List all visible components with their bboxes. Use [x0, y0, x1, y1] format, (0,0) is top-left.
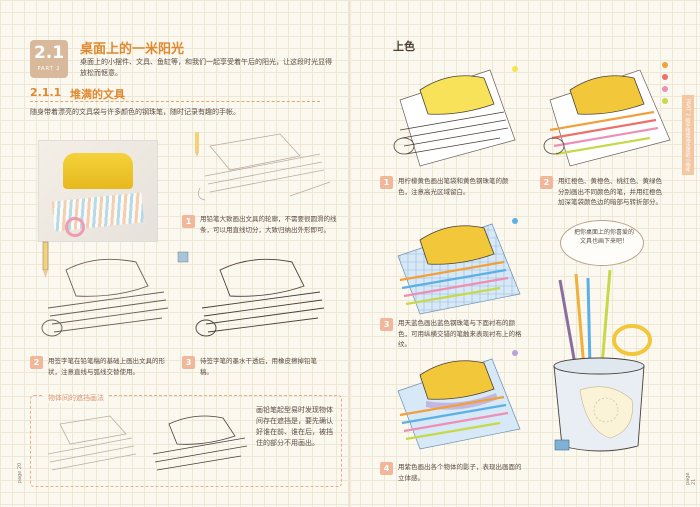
occlusion-note-box [30, 395, 342, 487]
step-badge-3: 3 [182, 356, 195, 369]
occlusion-note-title: 物体间的遮挡画法 [44, 393, 108, 403]
color-step-text-3: 用天蓝色画出蓝色钢珠笔与下面衬布的颜色，可用纵横交错的笔触来表现衬布上的格纹。 [398, 319, 522, 348]
pencil-small-icon [195, 132, 199, 157]
color-step-badge-3: 3 [380, 318, 393, 331]
subsection-number: 2.1.1 [30, 86, 62, 99]
step-badge-1: 1 [182, 215, 195, 228]
color-step-badge-4: 4 [380, 462, 393, 475]
section-number: 2.1 [33, 43, 65, 63]
eraser-icon [177, 251, 189, 263]
side-tab-label: PART 2 给手帐增添活泼的小物件 [684, 99, 691, 173]
page-intro: 桌面上的小摆件、文具、鱼缸等，和我们一起享受着午后的阳光，让这段时光显得放松而惬… [80, 58, 332, 77]
color-dot-green [662, 98, 668, 104]
sketch-step-1 [197, 133, 331, 201]
color-step-text-2: 用红橙色、黄橙色、桃红色、黄绿色分别画出不同颜色的笔，并用红橙色加深笔袋颜色边的… [558, 177, 662, 206]
step-text-1: 用铅笔大致画出文具的轮廓，不需要很圆滑的线条，可以用直线切分，大致归纳出外形即可… [200, 215, 337, 234]
colored-step-1 [393, 69, 516, 167]
speech-bubble-text: 把你桌面上的你喜爱的文具也画下来吧！ [573, 229, 634, 245]
color-step-badge-2: 2 [540, 176, 553, 189]
sketch-step-3 [195, 258, 325, 337]
reference-photo [38, 140, 158, 242]
sketch-step-2 [41, 258, 169, 337]
subsection-title: 堆满的文具 [70, 88, 125, 101]
color-dot-orange [662, 62, 668, 68]
color-dot-red [662, 74, 668, 80]
step-badge-2: 2 [30, 356, 43, 369]
color-step-text-4: 用紫色画出各个物体的影子，表现出画面的立体感。 [398, 463, 522, 482]
gutter [349, 0, 351, 507]
side-tab: PART 2 给手帐增添活泼的小物件 [682, 95, 694, 175]
speech-bubble [560, 220, 644, 266]
subsection-intro: 随身带着漂亮的文具袋与许多颜色的钢珠笔，随时记录有趣的手帐。 [30, 108, 240, 116]
occlusion-sketch-2 [152, 415, 248, 471]
color-step-text-1: 用柠檬黄色画出笔袋和黄色钢珠笔的颜色，注意高光区域留白。 [398, 177, 509, 196]
color-dot-pink [662, 86, 668, 92]
occlusion-note-text: 画铅笔起型易时发现物体间存在遮挡是，要先确认好谁在前、谁在后，被挡住的部分不用画… [256, 406, 333, 447]
color-dot-blue [512, 218, 518, 224]
page-number-left: page 20 [17, 462, 24, 484]
pen-cup-illustration [553, 270, 652, 452]
photo-pouch [63, 153, 133, 189]
step-text-2: 用签字笔在铅笔稿的基础上画出文具的形状，注意直线与弧线交替使用。 [48, 357, 165, 376]
color-dot-purple [512, 350, 518, 356]
page-title: 桌面上的一米阳光 [80, 42, 185, 57]
colored-step-2 [543, 69, 671, 167]
page-number-right: page 21 [685, 472, 697, 486]
step-text-3: 待签字笔的墨水干透后，用橡皮擦掉铅笔稿。 [200, 357, 317, 376]
occlusion-sketch-1 [47, 415, 137, 471]
subsection-divider [30, 101, 320, 102]
pencil-icon [42, 241, 49, 278]
coloring-title: 上色 [393, 40, 415, 53]
color-step-badge-1: 1 [380, 176, 393, 189]
section-badge: 2.1 PART 2 [30, 40, 68, 78]
photo-tape [65, 217, 85, 237]
section-part: PART 2 [37, 66, 61, 72]
colored-step-3 [397, 223, 521, 315]
color-dot-yellow [512, 66, 518, 72]
sharpener-icon [554, 439, 570, 451]
colored-step-4 [397, 358, 521, 450]
